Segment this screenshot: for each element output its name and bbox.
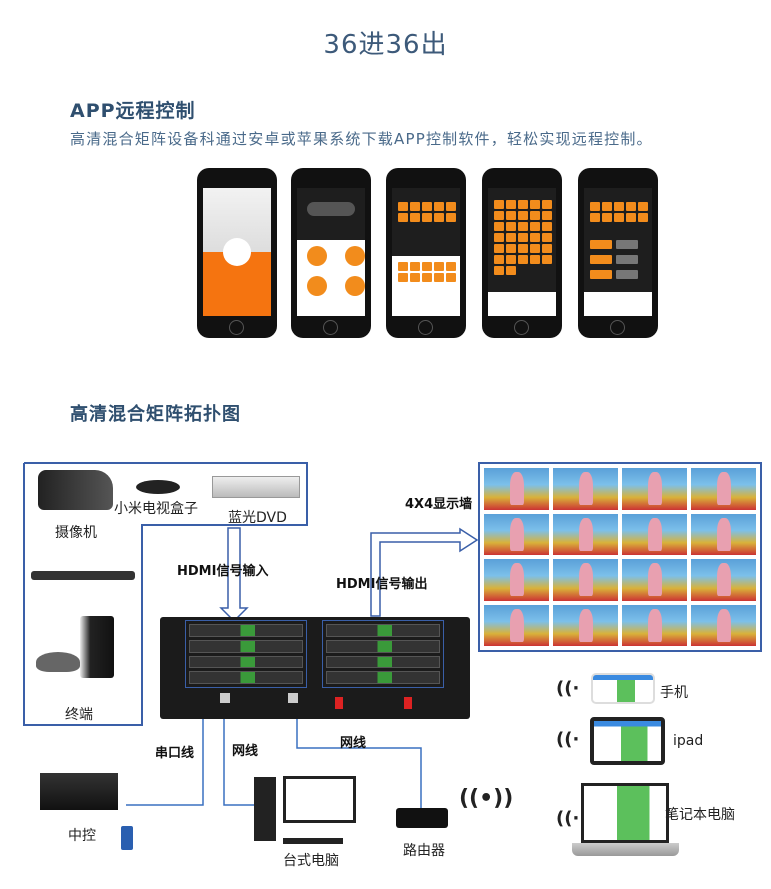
desktop-label: 台式电脑 (283, 853, 339, 869)
laptop-client-image (581, 783, 669, 843)
hdmi-input-label: HDMI信号输入 (177, 564, 269, 579)
serial-cable-line (126, 719, 204, 806)
keyboard-image (283, 838, 343, 844)
network-cable-line-2 (296, 719, 422, 808)
terminal-label: 终端 (65, 707, 93, 723)
router-label: 路由器 (403, 843, 445, 859)
phone-scene-screen (482, 168, 562, 338)
phone-settings-screen (578, 168, 658, 338)
laptop-client-label: 笔记本电脑 (665, 807, 735, 823)
laptop-base-image (572, 843, 679, 856)
ipad-client-label: ipad (673, 733, 704, 749)
phone-splash-screen (197, 168, 277, 338)
dvd-player-image (31, 571, 135, 580)
wifi-icon-laptop: ((· (556, 808, 580, 829)
app-section-description: 高清混合矩阵设备科通过安卓或苹果系统下载APP控制软件，轻松实现远程控制。 (70, 130, 653, 148)
hdmi-output-label: HDMI信号输出 (336, 577, 428, 592)
desktop-tower-image (254, 777, 276, 841)
video-wall-label: 4X4显示墙 (405, 497, 473, 512)
network-cable-label-1: 网线 (232, 744, 259, 759)
phone-switch-screen (386, 168, 466, 338)
phone-home-screen (291, 168, 371, 338)
ipad-client-image (590, 717, 665, 765)
tv-box-image (136, 480, 180, 494)
network-cable-line-1 (223, 719, 255, 806)
central-control-image (40, 773, 118, 810)
network-cable-label-2: 网线 (340, 736, 367, 751)
desktop-monitor-image (283, 776, 356, 823)
mobile-phone-image (121, 826, 133, 850)
sources-frame (23, 462, 308, 726)
bluray-label: 蓝光DVD (228, 510, 287, 526)
hdmi-output-arrow (370, 527, 479, 617)
wifi-icon-phone: ((· (556, 678, 580, 699)
camera-label: 摄像机 (55, 525, 97, 541)
topology-title: 高清混合矩阵拓扑图 (70, 404, 241, 425)
tv-box-label: 小米电视盒子 (114, 501, 198, 517)
page-title: 36进36出 (323, 30, 448, 60)
wifi-signal-icon: ((•)) (459, 786, 514, 811)
video-wall (478, 462, 762, 652)
terminal-image (80, 616, 114, 678)
phone-client-label: 手机 (660, 685, 688, 701)
hdmi-input-arrow (219, 527, 249, 623)
phone-client-image (591, 673, 655, 704)
wifi-icon-ipad: ((· (556, 729, 580, 750)
central-control-label: 中控 (68, 828, 96, 844)
matrix-device (160, 617, 470, 719)
serial-cable-label: 串口线 (155, 746, 195, 761)
app-section-title: APP远程控制 (70, 100, 196, 122)
camera-image (38, 470, 113, 510)
conference-camera-image (36, 652, 80, 672)
router-image (396, 808, 448, 828)
bluray-image (212, 476, 300, 498)
